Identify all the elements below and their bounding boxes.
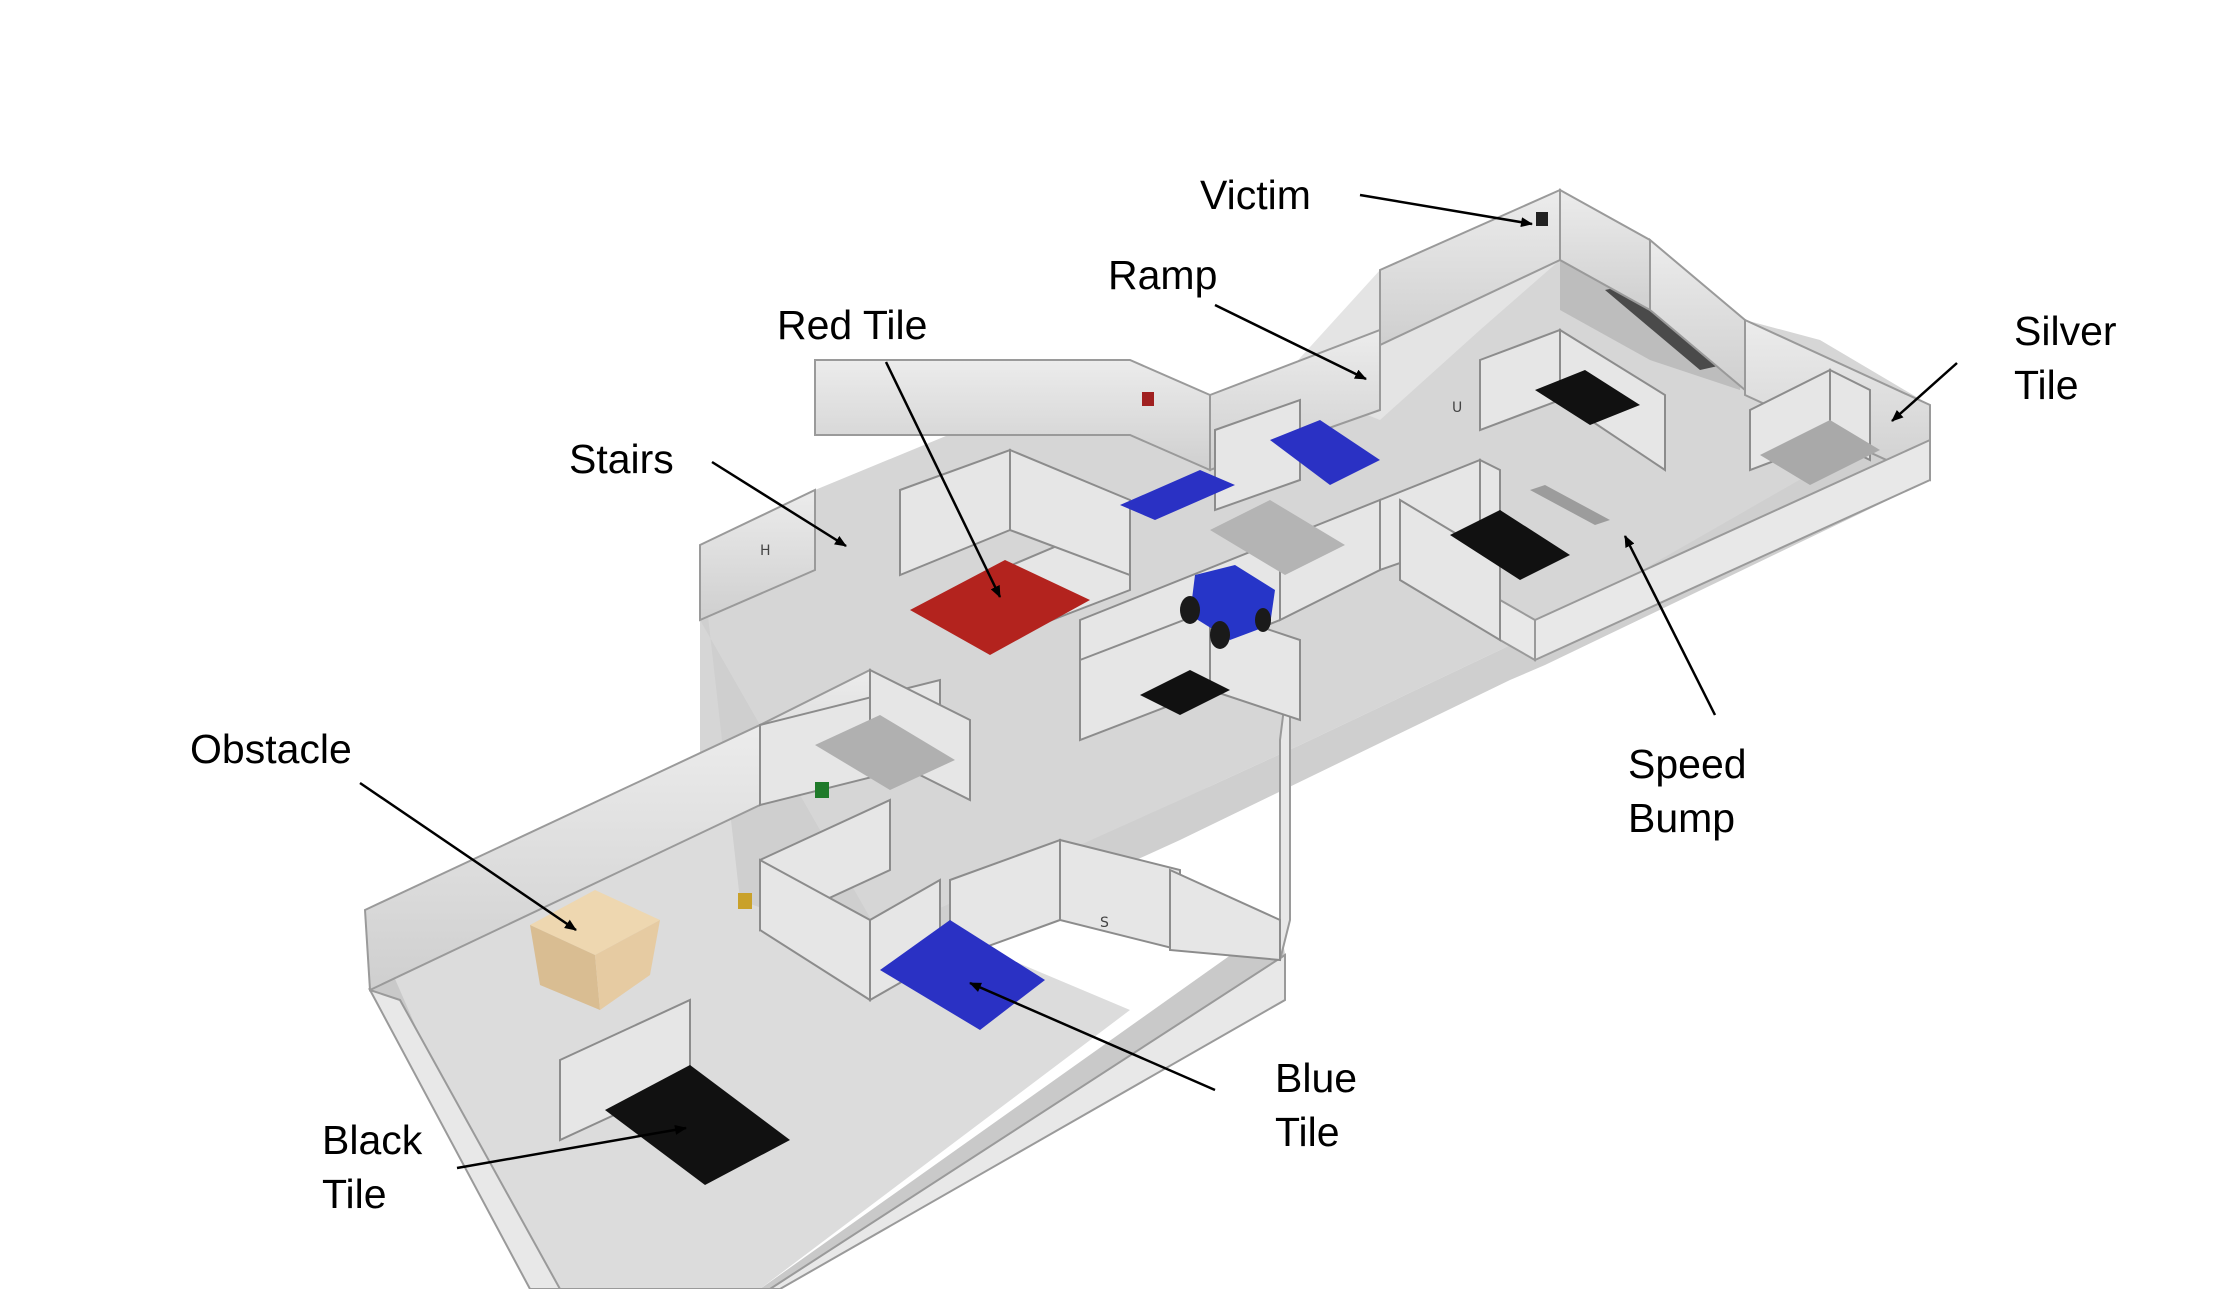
silver-tile-lower [815, 715, 955, 790]
label-stairs: Stairs [569, 436, 674, 482]
label-victim: Victim [1200, 172, 1311, 218]
blue-tile-upper-2 [1270, 420, 1380, 485]
wall-letter-u: U [1452, 400, 1462, 416]
black-tile-right [1450, 510, 1570, 580]
silver-tile-arrow [1891, 362, 1958, 422]
speed-bump-arrow [1623, 535, 1717, 716]
front-walls [367, 438, 1931, 1289]
red-tile [910, 560, 1090, 655]
label-black-tile: Black Tile [322, 1117, 423, 1217]
red-tile-arrow [884, 361, 1002, 598]
label-blue-tile: Blue Tile [1275, 1055, 1358, 1155]
victim-marker-yellow [738, 893, 752, 909]
victim-arrow [1359, 193, 1533, 228]
silver-tile-middle [1210, 500, 1345, 575]
black-tile-middle [1140, 670, 1230, 715]
victim-marker-green [815, 782, 829, 798]
label-obstacle: Obstacle [190, 726, 352, 772]
robot [1180, 565, 1275, 649]
label-silver-tile: Silver Tile [2014, 308, 2117, 408]
label-speed-bump: Speed Bump [1628, 741, 1747, 841]
label-ramp: Ramp [1108, 252, 1218, 298]
wall-letter-s: S [1100, 915, 1109, 931]
silver-tile [1760, 420, 1880, 485]
blue-tile-upper-1 [1120, 470, 1235, 520]
obstacle-box [530, 890, 660, 1010]
speed-bump [1530, 485, 1610, 525]
wall-letter-h: H [760, 543, 771, 559]
black-tile-upper-right [1535, 370, 1640, 425]
blue-tile-arrow [969, 981, 1216, 1092]
label-red-tile: Red Tile [777, 302, 928, 348]
ramp-arrow [1214, 303, 1367, 381]
victim-marker [1536, 212, 1548, 226]
black-tile-lower [605, 1065, 790, 1185]
annotation-arrows [359, 193, 1958, 1170]
obstacle-arrow [359, 781, 577, 932]
victim-marker-red [1142, 392, 1154, 406]
black-tile-arrow [456, 1124, 687, 1170]
stairs-arrow [711, 460, 847, 548]
blue-tile [880, 920, 1045, 1030]
